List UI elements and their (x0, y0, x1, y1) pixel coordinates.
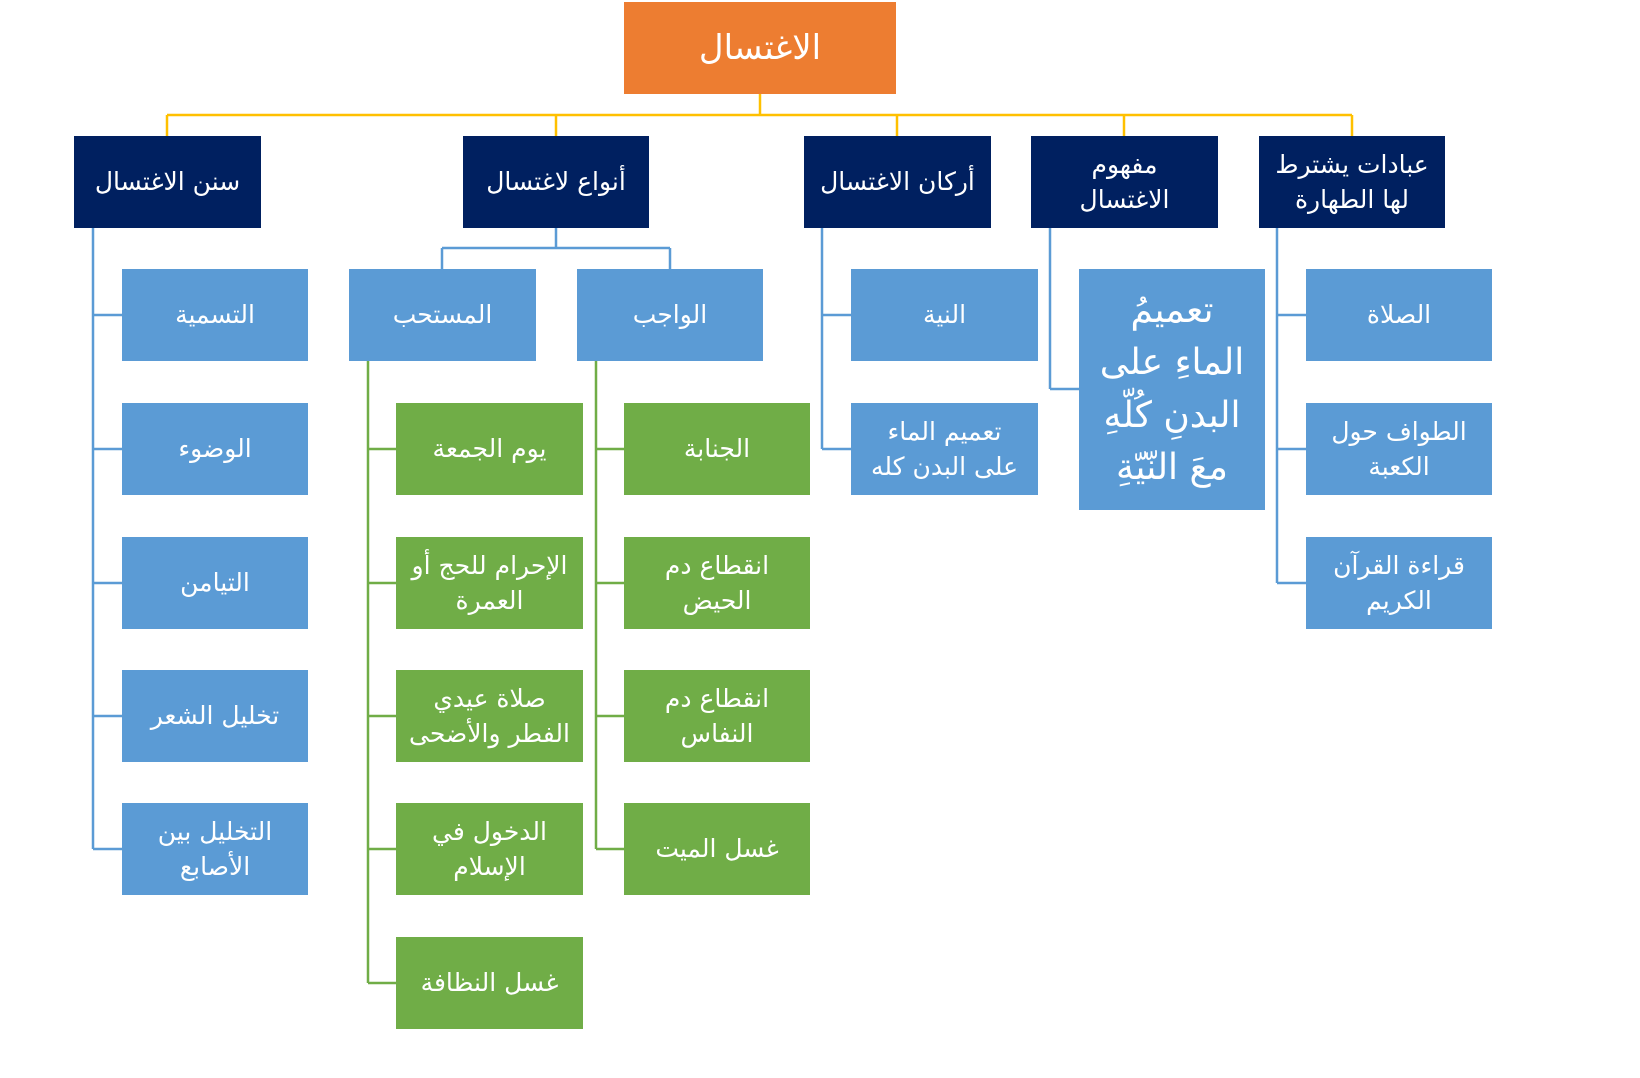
item-basmala: التسمية (122, 269, 308, 361)
obligatory-item-washing-deceased: غسل الميت (624, 803, 810, 895)
item-wudu: الوضوء (122, 403, 308, 495)
recommended-item-friday: يوم الجمعة (396, 403, 583, 495)
item-hair-combing: تخليل الشعر (122, 670, 308, 762)
item-definition-text: تعميمُ الماءِ على البدنِ كُلّهِ معَ النّ… (1079, 269, 1265, 510)
recommended-item-eid-prayers: صلاة عيدي الفطر والأضحى (396, 670, 583, 762)
item-prayer: الصلاة (1306, 269, 1492, 361)
category-pillars: أركان الاغتسال (804, 136, 991, 228)
item-between-fingers: التخليل بين الأصابع (122, 803, 308, 895)
recommended-item-ihram: الإحرام للحج أو العمرة (396, 537, 583, 629)
obligatory-item-menstruation: انقطاع دم الحيض (624, 537, 810, 629)
item-starting-right: التيامن (122, 537, 308, 629)
item-water-whole-body: تعميم الماء على البدن كله (851, 403, 1038, 495)
category-types: أنواع لاغتسال (463, 136, 649, 228)
obligatory-item-postpartum: انقطاع دم النفاس (624, 670, 810, 762)
subtype-obligatory: الواجب (577, 269, 763, 361)
item-quran-reading: قراءة القرآن الكريم (1306, 537, 1492, 629)
item-tawaf: الطواف حول الكعبة (1306, 403, 1492, 495)
category-worship-requiring-purity: عبادات يشترط لها الطهارة (1259, 136, 1445, 228)
category-sunnahs: سنن الاغتسال (74, 136, 261, 228)
recommended-item-cleanliness: غسل النظافة (396, 937, 583, 1029)
root-node: الاغتسال (624, 2, 896, 94)
obligatory-item-janabah: الجنابة (624, 403, 810, 495)
recommended-item-entering-islam: الدخول في الإسلام (396, 803, 583, 895)
item-intention: النية (851, 269, 1038, 361)
category-definition: مفهوم الاغتسال (1031, 136, 1218, 228)
subtype-recommended: المستحب (349, 269, 536, 361)
